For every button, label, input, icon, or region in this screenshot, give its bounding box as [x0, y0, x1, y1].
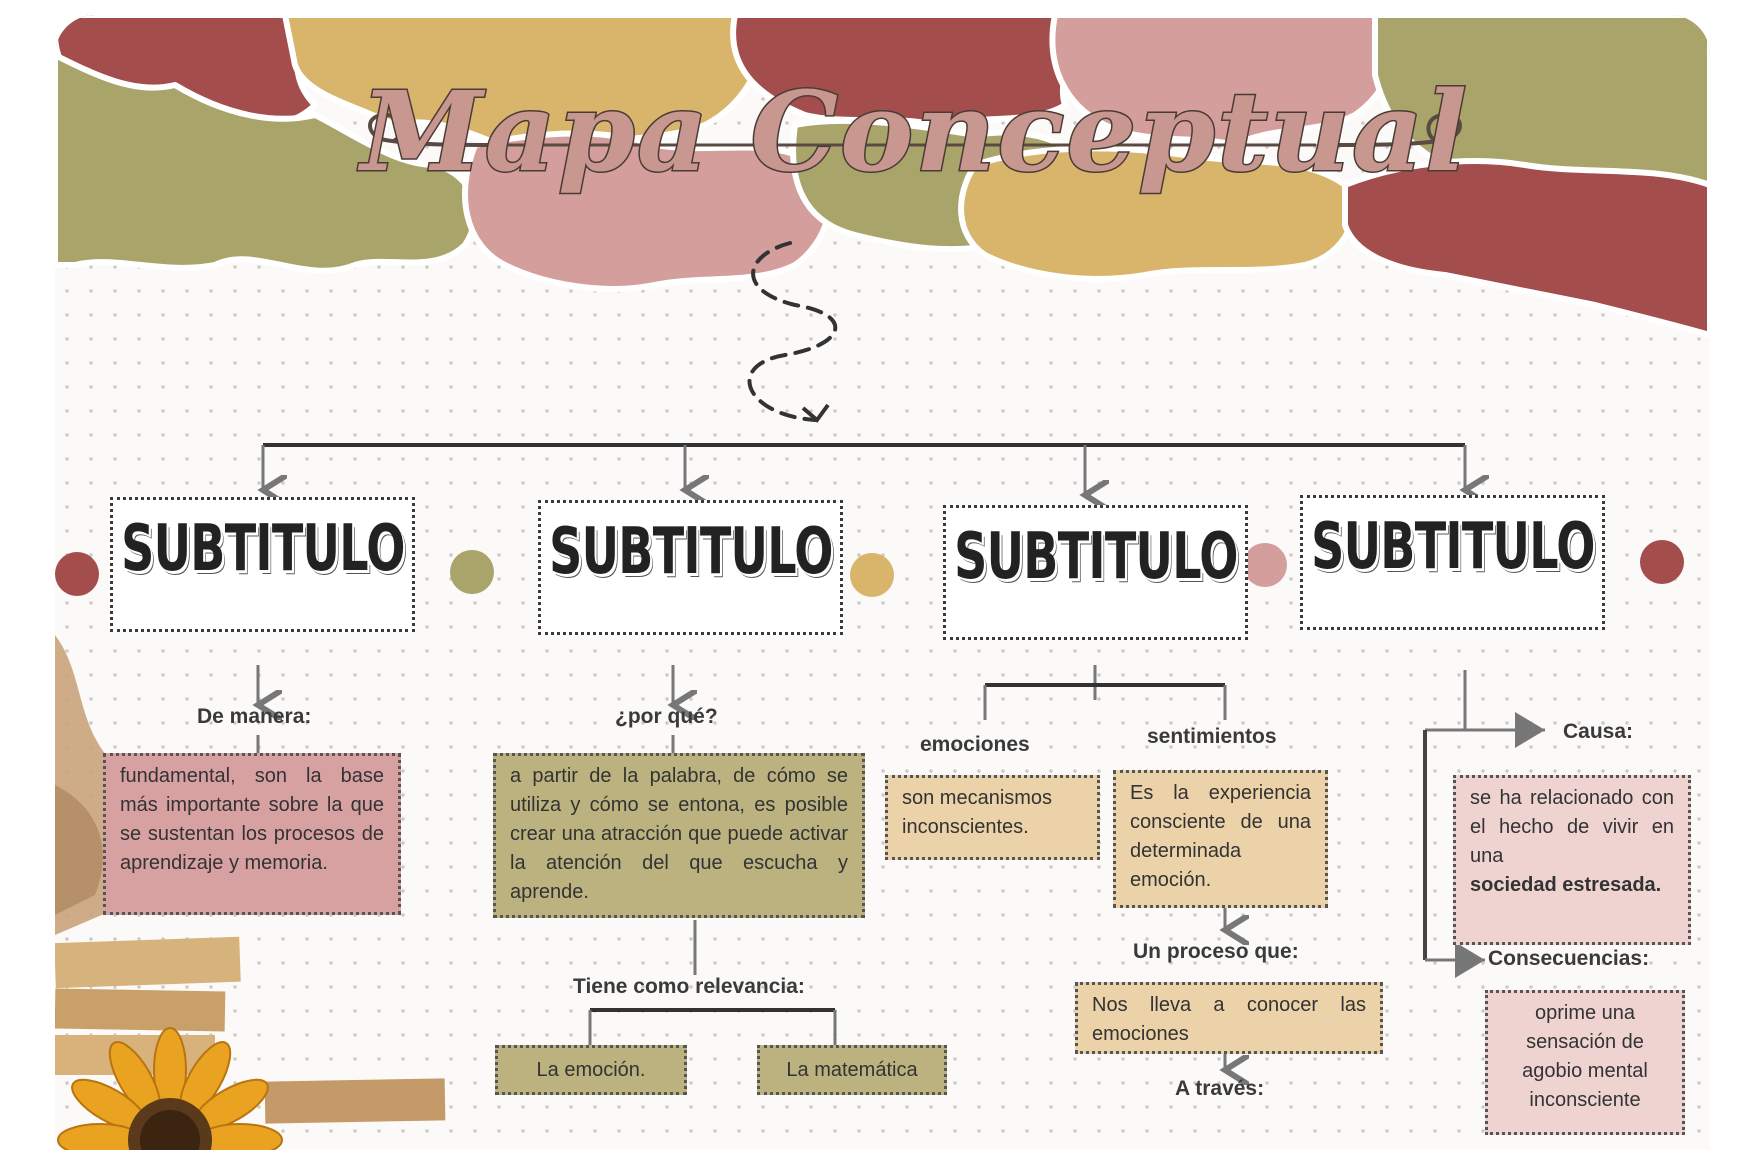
- dot-mustard: [850, 553, 894, 597]
- subtitle-box-3: SUBTITULO: [943, 505, 1248, 640]
- col4-cause-text-box: se ha relacionado con el hecho de vivir …: [1453, 775, 1691, 945]
- col3-emotions-label: emociones: [920, 733, 1030, 756]
- col2-relevance-label: Tiene como relevancia:: [573, 975, 805, 998]
- col3-through-label: A través:: [1175, 1077, 1265, 1100]
- subtitle-box-4: SUBTITULO: [1300, 495, 1605, 630]
- subtitle-text: SUBTITULO: [953, 520, 1238, 594]
- dot-red-right: [1640, 540, 1684, 584]
- col4-cause-text-bold: sociedad estresada.: [1470, 874, 1662, 896]
- subtitle-box-1: SUBTITULO: [110, 497, 415, 632]
- col4-cause-text: se ha relacionado con el hecho de vivir …: [1470, 787, 1674, 867]
- connector-lines: [55, 241, 1545, 1150]
- col1-text-box: fundamental, son la base más importante …: [103, 753, 401, 915]
- subtitle-text: SUBTITULO: [120, 512, 405, 586]
- dot-pink: [1243, 543, 1287, 587]
- col2-item-emotion: La emoción.: [495, 1045, 687, 1095]
- col4-consequences-text-box: oprime una sensación de agobio mental in…: [1485, 990, 1685, 1135]
- col1-label: De manera:: [197, 705, 312, 728]
- subtitle-text: SUBTITULO: [548, 515, 833, 589]
- title-banner: Mapa Conceptual: [355, 66, 1469, 198]
- col3-process-text-box: Nos lleva a conocer las emociones: [1075, 982, 1383, 1054]
- col3-process-label: Un proceso que:: [1133, 940, 1299, 963]
- col4-cause-label: Causa:: [1563, 720, 1634, 743]
- title-flourish-right-icon: [1323, 112, 1462, 147]
- subtitle-text: SUBTITULO: [1310, 510, 1595, 584]
- blob-mustard-right: [958, 145, 1356, 282]
- dashed-swirl-arrow-icon: [747, 241, 838, 422]
- sunflower-icon: [57, 1027, 283, 1150]
- sunflower-paper-decoration: [55, 635, 446, 1150]
- col2-label: ¿por qué?: [615, 705, 718, 728]
- col4-consequences-label: Consecuencias:: [1488, 947, 1650, 970]
- col2-text-box: a partir de la palabra, de cómo se utili…: [493, 753, 865, 918]
- blob-red-right: [1342, 158, 1710, 338]
- col2-item-math: La matemática: [757, 1045, 947, 1095]
- col3-feelings-text-box: Es la experiencia consciente de una dete…: [1113, 770, 1328, 908]
- col3-feelings-label: sentimientos: [1147, 725, 1277, 748]
- dot-olive: [450, 550, 494, 594]
- header-paint-blobs: [55, 15, 1710, 338]
- title-flourish-left-icon: [368, 112, 507, 147]
- concept-map-sheet: Mapa Conceptual: [55, 15, 1710, 1150]
- dot-red-left: [55, 552, 99, 596]
- title-text: Mapa Conceptual: [357, 67, 1469, 196]
- col3-emotions-text-box: son mecanismos inconscientes.: [885, 775, 1100, 860]
- subtitle-box-2: SUBTITULO: [538, 500, 843, 635]
